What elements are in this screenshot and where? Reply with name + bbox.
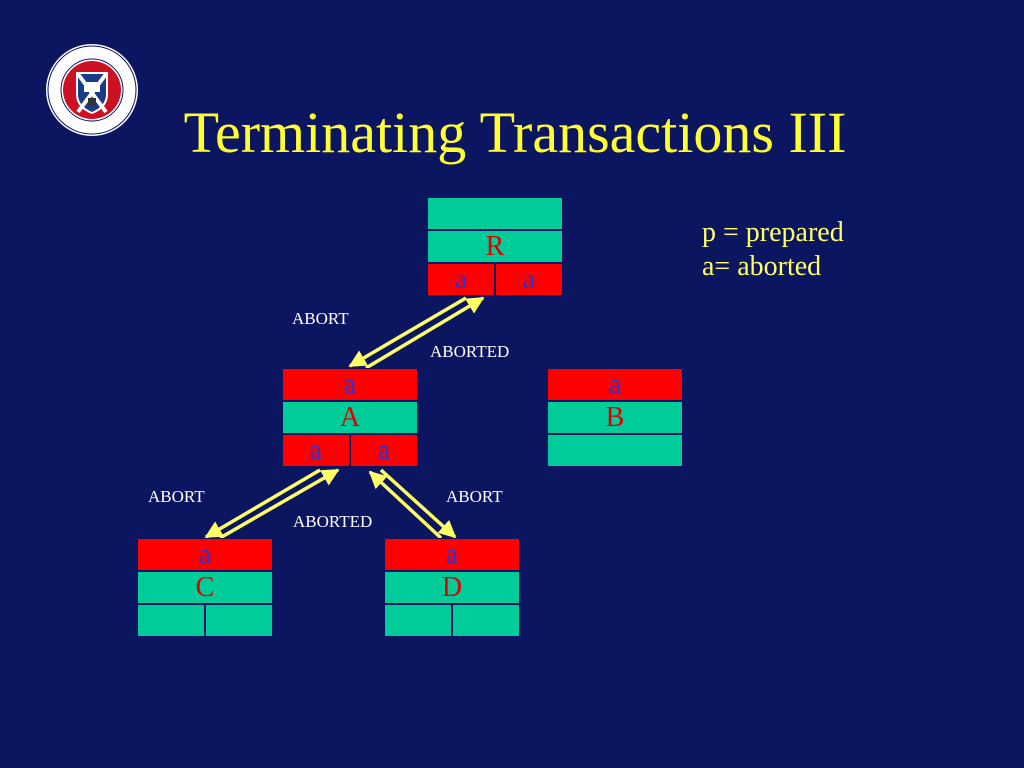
node-b-state: a [547,368,683,401]
node-c-child-state-1 [137,604,205,637]
node-c-name: C [137,571,273,604]
node-b-name: B [547,401,683,434]
legend: p = prepared a= aborted [702,216,844,284]
node-a-child-state-2: a [350,434,418,467]
node-d-name: D [384,571,520,604]
node-b-children [547,434,683,467]
node-r-child-state-2: a [495,263,563,296]
msg-aborted-c-to-a: ABORTED [293,512,373,531]
node-d-child-state-2 [452,604,520,637]
node-r-name: R [427,230,563,263]
node-a-child-state-1: a [282,434,350,467]
legend-prepared: p = prepared [702,217,844,248]
msg-abort-r-to-a: ABORT [292,309,349,328]
msg-abort-a-to-d: ABORT [446,487,503,506]
msg-aborted-a-to-r: ABORTED [430,342,510,361]
arrow-aborted-a-to-r [365,296,485,370]
legend-aborted: a= aborted [702,251,822,282]
arrow-return-d-to-a [368,470,443,540]
node-r-state [427,197,563,230]
node-d: a D [384,538,520,637]
node-r-child-state-1: a [427,263,495,296]
node-d-state: a [384,538,520,571]
node-a-state: a [282,368,418,401]
node-r: R a a [427,197,563,296]
node-b: a B [547,368,683,467]
arrow-aborted-c-to-a [219,468,340,540]
arrow-abort-r-to-a [348,296,467,368]
university-crest-logo [46,44,138,136]
node-c-state: a [137,538,273,571]
node-a: a A a a [282,368,418,467]
node-a-name: A [282,401,418,434]
node-c-child-state-2 [205,604,273,637]
arrow-abort-a-to-d [379,468,457,539]
msg-abort-a-to-c: ABORT [148,487,205,506]
node-c: a C [137,538,273,637]
node-d-child-state-1 [384,604,452,637]
arrow-abort-a-to-c [204,468,321,539]
slide-title: Terminating Transactions III [183,100,847,165]
